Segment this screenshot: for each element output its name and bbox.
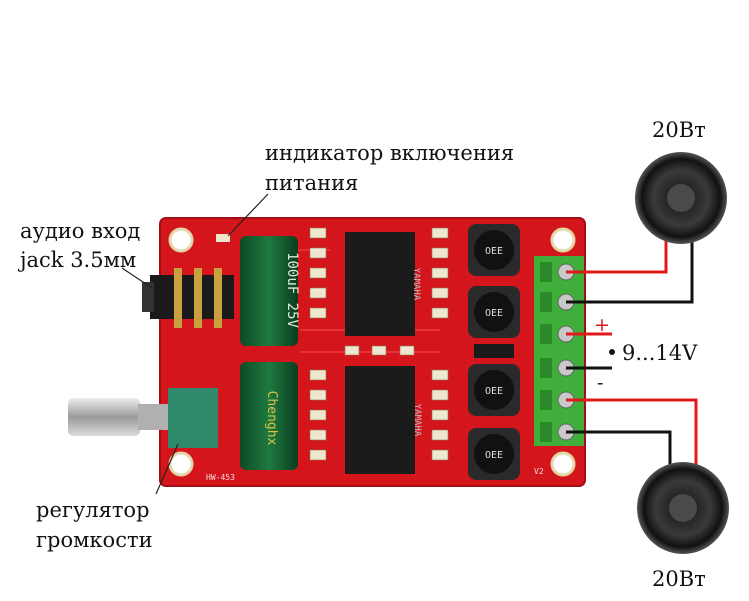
audio-jack — [142, 268, 234, 328]
supply-voltage-label: 9...14V — [622, 341, 698, 365]
pointer-lines — [121, 193, 269, 495]
volume-label-line2: громкости — [36, 528, 153, 552]
svg-text:OEE: OEE — [485, 450, 503, 461]
capacitor-bottom: Chenghx — [240, 362, 298, 470]
capacitor-top: 100uF 25V — [240, 236, 300, 346]
speaker-bottom-power-label: 20Вт — [652, 567, 706, 591]
supply-junction-dot — [609, 349, 615, 355]
svg-text:OEE: OEE — [485, 308, 503, 319]
board-model-text: HW-453 — [206, 473, 235, 482]
audio-input-label-line1: аудио вход — [20, 219, 141, 243]
board-version-text: V2 — [534, 467, 544, 476]
svg-text:YAMAHA: YAMAHA — [412, 404, 422, 437]
mounting-holes — [168, 227, 576, 477]
plus-sign-label: + — [594, 314, 610, 336]
minus-sign-label: - — [597, 372, 604, 394]
svg-text:YAMAHA: YAMAHA — [411, 268, 421, 301]
power-indicator-label-line1: индикатор включения — [265, 141, 515, 165]
diode — [474, 344, 514, 358]
power-indicator-label-line2: питания — [265, 171, 359, 195]
screw-terminal-block — [534, 256, 584, 446]
volume-potentiometer — [68, 388, 218, 448]
amplifier-chip-top: YAMAHA — [345, 232, 421, 336]
inductors — [468, 224, 520, 480]
speaker-wires — [566, 234, 698, 470]
svg-text:OEE: OEE — [485, 246, 503, 257]
volume-label-line1: регулятор — [36, 498, 150, 522]
speaker-top — [635, 152, 727, 244]
svg-text:100uF 25V: 100uF 25V — [284, 252, 300, 328]
speaker-bottom — [637, 462, 729, 554]
audio-input-label-line2: jack 3.5мм — [20, 248, 137, 272]
svg-text:Chenghx: Chenghx — [264, 391, 279, 446]
power-led — [216, 234, 230, 242]
svg-text:OEE: OEE — [485, 386, 503, 397]
smd-components — [309, 227, 449, 461]
inductor-labels: OEE OEE OEE OEE — [485, 246, 503, 461]
speaker-top-power-label: 20Вт — [652, 118, 706, 142]
amplifier-chip-bottom: YAMAHA — [345, 366, 422, 474]
